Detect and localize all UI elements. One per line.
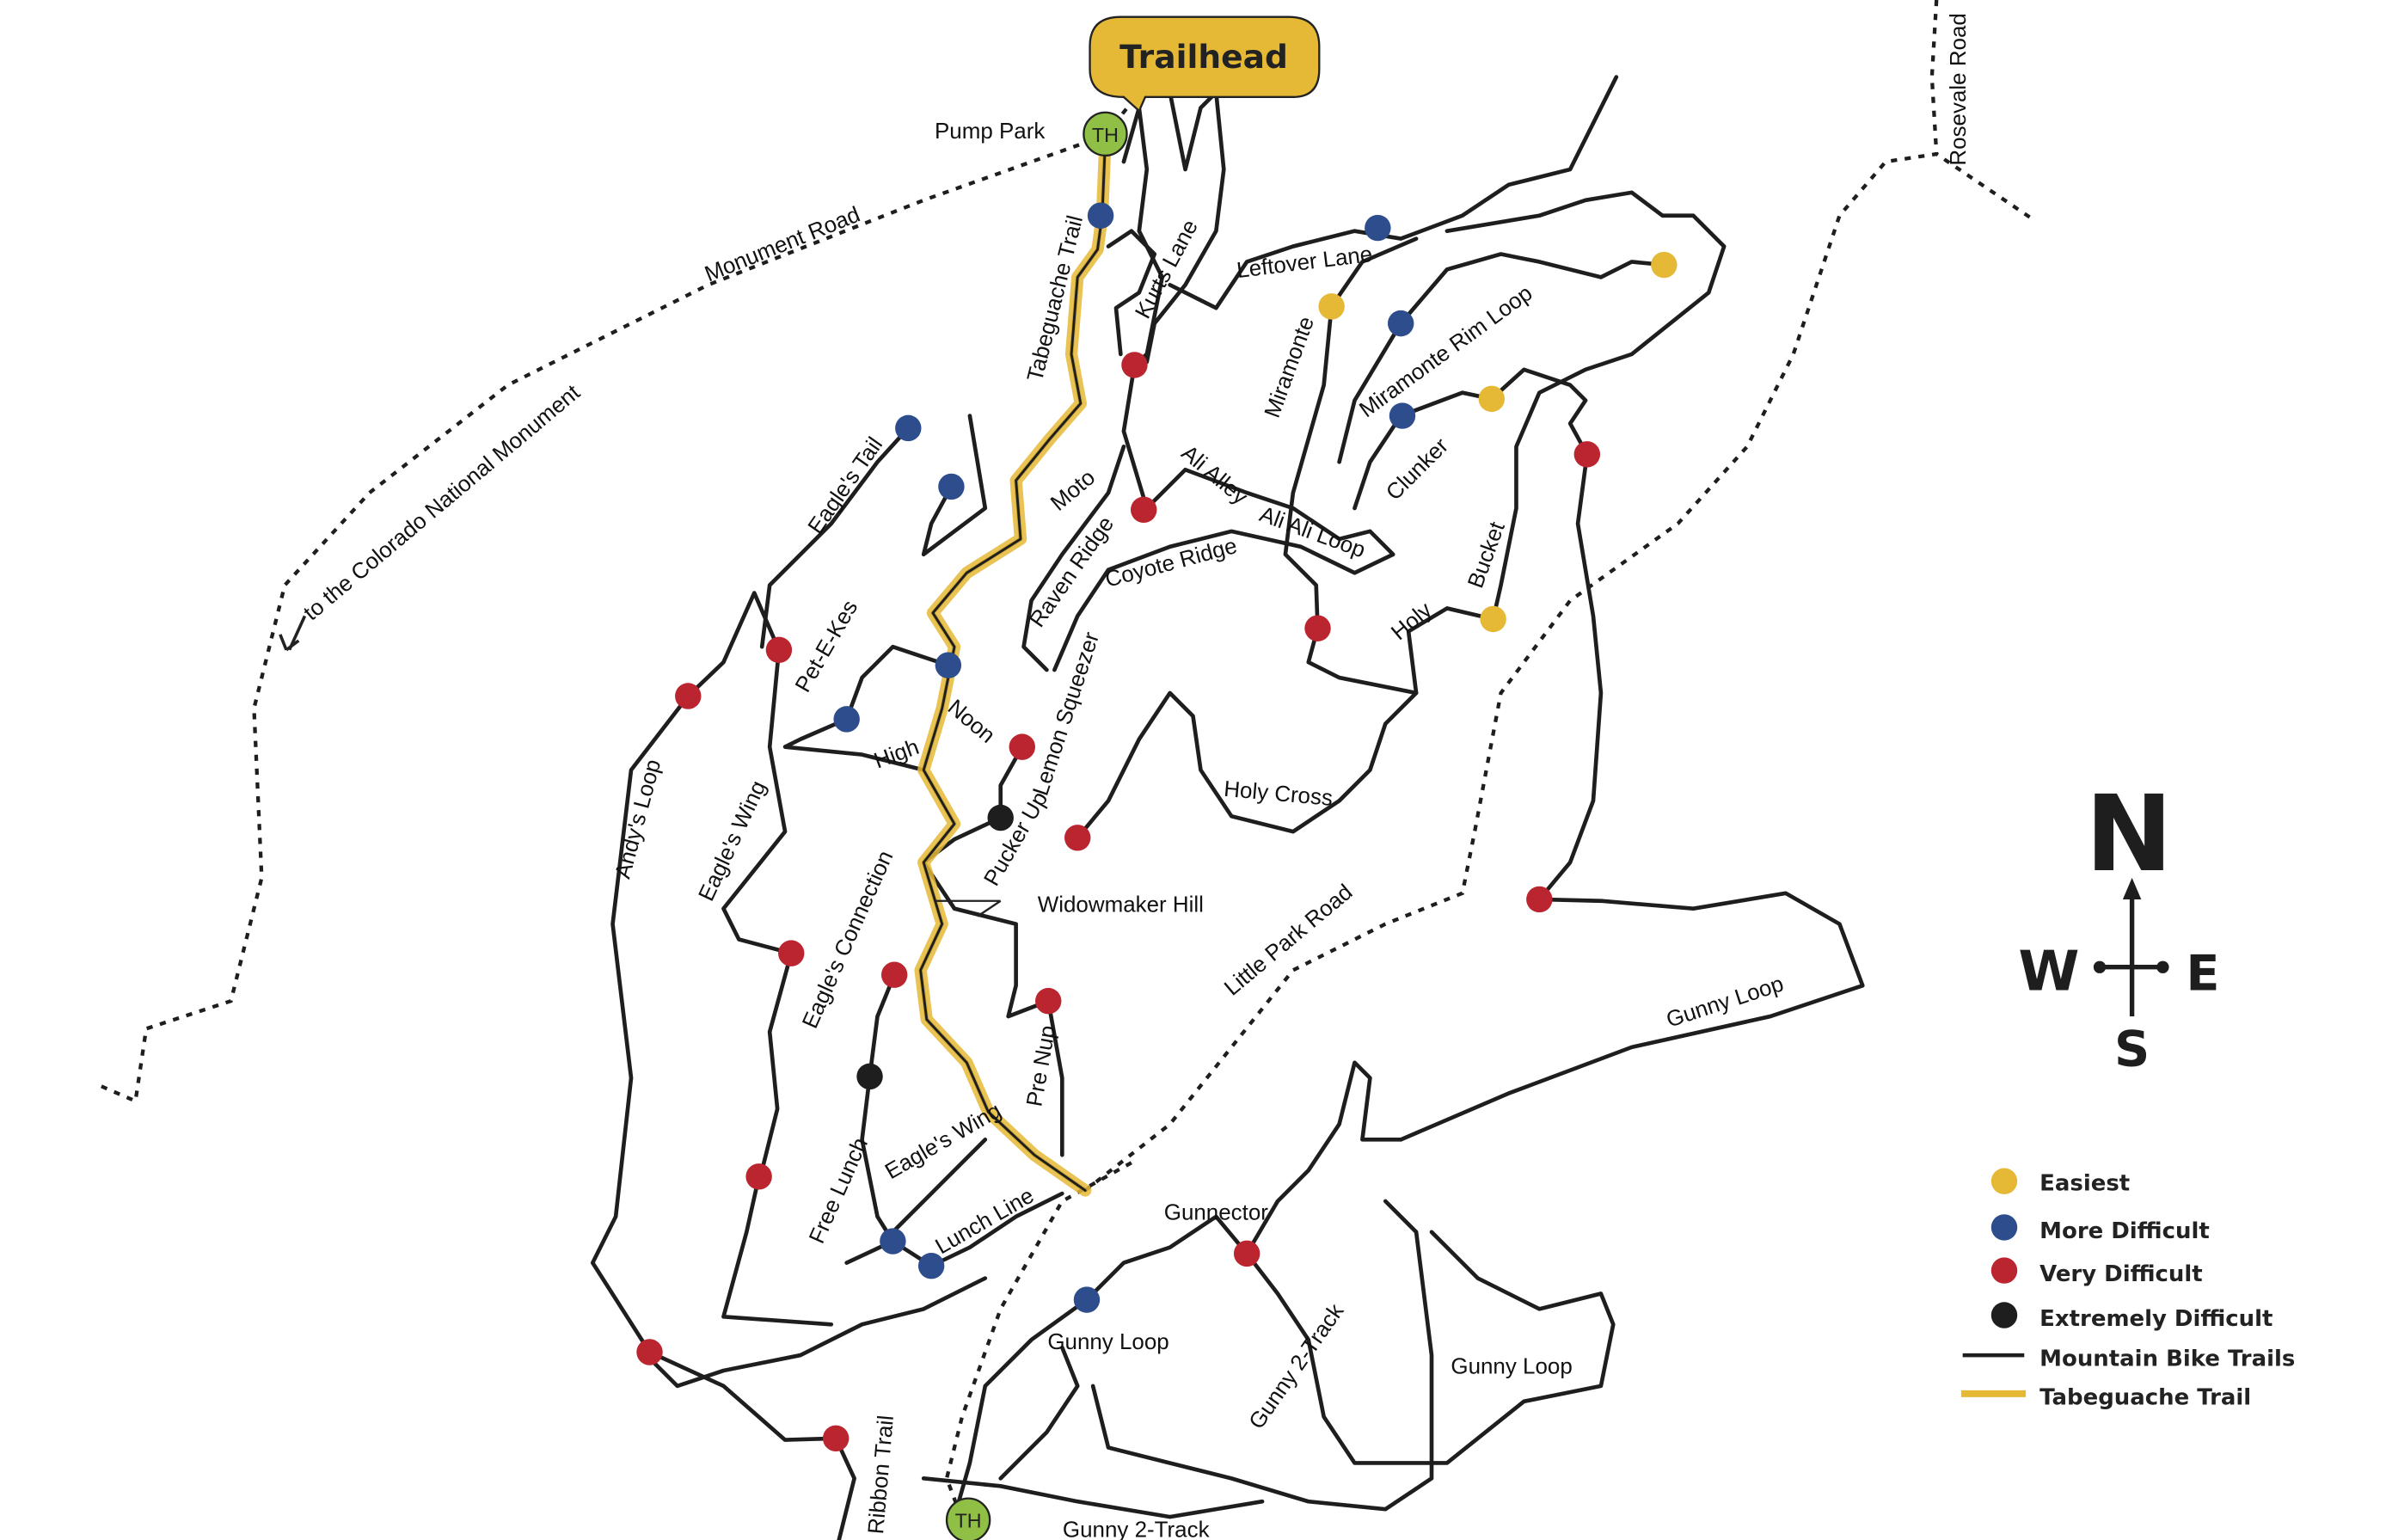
callout-title: Trailhead xyxy=(1119,38,1288,76)
very-difficult-dot[interactable] xyxy=(1034,987,1062,1015)
label-coyote-ridge: Coyote Ridge xyxy=(1102,532,1240,592)
more-difficult-dot[interactable] xyxy=(935,652,962,678)
easiest-dot[interactable] xyxy=(1318,293,1345,320)
trailhead-marker-south[interactable]: TH xyxy=(945,1497,991,1540)
extremely-difficult-markers xyxy=(856,804,1014,1090)
label-gunny-2track-south: Gunny 2-Track xyxy=(1063,1516,1211,1540)
easiest-markers xyxy=(1318,251,1678,633)
compass-south: S xyxy=(2114,1020,2150,1077)
difficulty-markers xyxy=(636,202,1678,1452)
legend-more-difficult: More Difficult xyxy=(2039,1218,2210,1244)
extremely-difficult-dot[interactable] xyxy=(987,804,1014,831)
easiest-dot[interactable] xyxy=(1480,605,1506,633)
label-free-lunch: Free Lunch xyxy=(803,1133,873,1247)
more-difficult-dot[interactable] xyxy=(917,1252,945,1279)
mountain-bike-trails xyxy=(590,75,1865,1540)
more-difficult-markers xyxy=(833,202,1416,1313)
very-difficult-dot[interactable] xyxy=(1130,496,1157,524)
label-miramonte: Miramonte xyxy=(1259,313,1319,420)
label-andys-loop: Andy's Loop xyxy=(610,757,666,881)
very-difficult-dot[interactable] xyxy=(822,1425,850,1452)
very-difficult-dot[interactable] xyxy=(765,636,793,664)
legend-extremely-difficult-swatch xyxy=(1990,1302,2018,1328)
label-pump-park: Pump Park xyxy=(935,118,1046,144)
very-difficult-dot[interactable] xyxy=(675,683,702,709)
more-difficult-dot[interactable] xyxy=(1387,310,1414,337)
rosevale-road xyxy=(1929,0,1939,155)
tabeguache-trail-core xyxy=(919,140,1107,1192)
label-ribbon-trail: Ribbon Trail xyxy=(862,1414,899,1536)
label-holy-cross: Holy Cross xyxy=(1223,776,1334,811)
more-difficult-dot[interactable] xyxy=(1365,214,1391,242)
label-pucker-up: Pucker Up xyxy=(978,787,1053,890)
legend-easiest: Easiest xyxy=(2039,1170,2130,1196)
label-gunny-loop-se: Gunny Loop xyxy=(1451,1353,1572,1379)
trailhead-marker-label: TH xyxy=(1092,124,1119,146)
extremely-difficult-dot[interactable] xyxy=(856,1063,883,1090)
legend-mountain-bike-trails: Mountain Bike Trails xyxy=(2039,1347,2295,1372)
very-difficult-dot[interactable] xyxy=(778,940,805,966)
label-gunnector: Gunnector xyxy=(1164,1199,1269,1224)
more-difficult-dot[interactable] xyxy=(880,1228,906,1255)
direction-arrow-icon xyxy=(279,615,307,652)
more-difficult-dot[interactable] xyxy=(833,706,860,733)
very-difficult-dot[interactable] xyxy=(1304,615,1331,641)
compass-north: N xyxy=(2085,773,2173,895)
very-difficult-dot[interactable] xyxy=(1233,1240,1260,1267)
legend-extremely-difficult: Extremely Difficult xyxy=(2039,1306,2273,1332)
easiest-dot[interactable] xyxy=(1478,385,1506,413)
very-difficult-dot[interactable] xyxy=(1009,733,1035,760)
label-to-monument: to the Colorado National Monument xyxy=(298,378,586,625)
very-difficult-dot[interactable] xyxy=(636,1339,663,1365)
label-noon: Noon xyxy=(943,694,1001,748)
trailhead-marker-north[interactable]: TH xyxy=(1083,111,1128,157)
label-widowmaker-hill: Widowmaker Hill xyxy=(1038,891,1204,917)
label-eagles-tail: Eagle's Tail xyxy=(802,433,887,539)
legend-very-difficult: Very Difficult xyxy=(2039,1261,2203,1287)
more-difficult-dot[interactable] xyxy=(1073,1286,1101,1313)
label-gunny-loop-south: Gunny Loop xyxy=(1047,1328,1168,1354)
legend: Easiest More Difficult Very Difficult Ex… xyxy=(1960,1168,2295,1410)
legend-very-difficult-swatch xyxy=(1990,1257,2018,1284)
label-little-park-road: Little Park Road xyxy=(1219,879,1358,1001)
very-difficult-dot[interactable] xyxy=(745,1163,772,1190)
more-difficult-dot[interactable] xyxy=(1389,402,1416,429)
trailhead-marker-label: TH xyxy=(955,1510,982,1532)
label-rosevale-road: Rosevale Road xyxy=(1945,13,1971,165)
monument-road xyxy=(99,133,1107,1104)
legend-easiest-swatch xyxy=(1990,1168,2018,1194)
very-difficult-dot[interactable] xyxy=(1064,825,1091,851)
legend-more-difficult-swatch xyxy=(1990,1214,2018,1241)
very-difficult-dot[interactable] xyxy=(1526,886,1553,913)
widowmaker-pointer xyxy=(935,899,1002,917)
label-moto: Moto xyxy=(1046,464,1100,516)
label-ali-alley: Ali Alley xyxy=(1177,439,1254,509)
easiest-dot[interactable] xyxy=(1651,251,1678,279)
label-gunny-loop-east: Gunny Loop xyxy=(1663,970,1787,1032)
label-monument-road: Monument Road xyxy=(701,201,863,287)
label-eagles-wing-upper: Eagle's Wing xyxy=(693,776,771,905)
more-difficult-dot[interactable] xyxy=(938,473,965,500)
more-difficult-dot[interactable] xyxy=(1087,202,1114,229)
very-difficult-dot[interactable] xyxy=(880,961,908,988)
compass-west: W xyxy=(2018,940,2079,1004)
compass-rose: N W E S xyxy=(2018,773,2219,1077)
label-lunch-line: Lunch Line xyxy=(930,1182,1038,1259)
label-pet-e-kes: Pet-E-Kes xyxy=(789,596,862,696)
label-clunker: Clunker xyxy=(1381,433,1454,506)
compass-east: E xyxy=(2186,945,2219,1003)
label-lemon-squeezer: Lemon Squeezer xyxy=(1027,629,1104,799)
little-park-road xyxy=(1083,151,2033,1193)
more-difficult-dot[interactable] xyxy=(895,414,922,442)
very-difficult-dot[interactable] xyxy=(1121,352,1148,378)
legend-tabeguache-trail: Tabeguache Trail xyxy=(2039,1384,2251,1410)
ribbon-road xyxy=(944,1161,1132,1540)
very-difficult-markers xyxy=(636,352,1601,1452)
very-difficult-dot[interactable] xyxy=(1573,441,1601,468)
label-pre-nup: Pre Nup xyxy=(1021,1023,1060,1108)
trailhead-callout: Trailhead xyxy=(1089,15,1321,113)
